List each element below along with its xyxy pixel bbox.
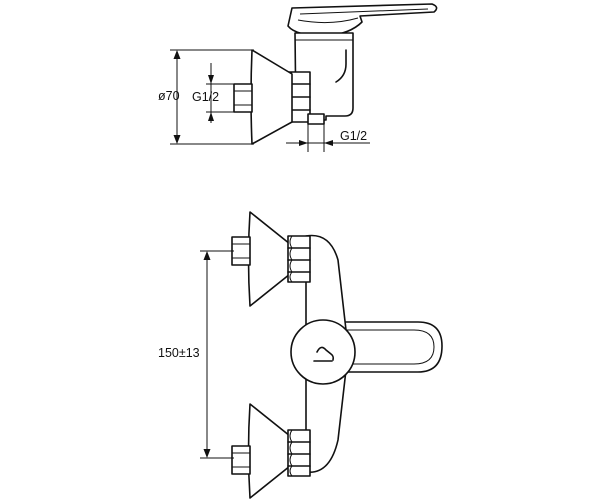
side-view: ø70 G1/2 G1/2 bbox=[158, 3, 438, 152]
diameter-label: ø70 bbox=[158, 89, 180, 103]
center-distance-dimension: 150±13 bbox=[158, 250, 234, 459]
outlet-thread-label: G1/2 bbox=[340, 129, 367, 143]
inlet-connector bbox=[233, 83, 253, 113]
inlet-thread-dimension: G1/2 bbox=[192, 63, 236, 123]
lever-front bbox=[329, 321, 443, 373]
lever-handle bbox=[287, 3, 438, 37]
inlet-thread-label: G1/2 bbox=[192, 90, 219, 104]
outlet-stub bbox=[307, 113, 325, 125]
cartridge-cap bbox=[290, 319, 356, 385]
front-view: 150±13 bbox=[158, 211, 443, 499]
diameter-dimension: ø70 bbox=[158, 49, 254, 145]
center-distance-label: 150±13 bbox=[158, 346, 200, 360]
escutcheon-top bbox=[231, 211, 311, 307]
escutcheon-side bbox=[250, 49, 293, 145]
escutcheon-bottom bbox=[231, 403, 311, 499]
outlet-thread-dimension: G1/2 bbox=[286, 124, 370, 152]
